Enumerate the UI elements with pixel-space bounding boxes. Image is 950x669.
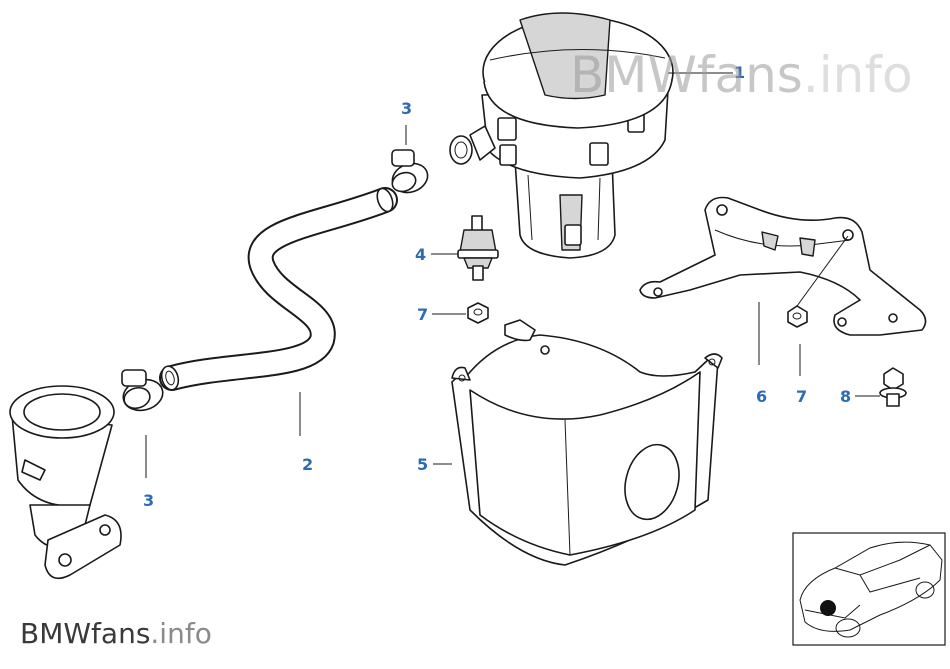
watermark-bottom-main: BMWfans: [20, 617, 150, 650]
car-location-thumbnail: [792, 532, 946, 646]
bolt[interactable]: [879, 367, 907, 407]
watermark-top-suffix: .info: [803, 46, 913, 104]
watermark-top-main: BMWfans: [570, 46, 803, 104]
callout-6[interactable]: 6: [756, 387, 767, 406]
car-location-icon: [799, 541, 943, 638]
callout-2[interactable]: 2: [302, 455, 313, 474]
callout-8[interactable]: 8: [840, 387, 851, 406]
check-valve[interactable]: [9, 385, 122, 580]
callout-5[interactable]: 5: [417, 455, 428, 474]
watermark-top: BMWfans.info: [570, 46, 913, 104]
callout-3-upper[interactable]: 3: [401, 99, 412, 118]
watermark-bottom-suffix: .info: [150, 617, 211, 650]
mounting-bracket[interactable]: [639, 196, 927, 336]
svg-text:BMWfans.info: BMWfans.info: [570, 46, 913, 104]
callout-3-lower[interactable]: 3: [143, 491, 154, 510]
nut-left[interactable]: [467, 302, 489, 324]
hose-clamp-lower[interactable]: [120, 369, 166, 415]
callout-7-right[interactable]: 7: [796, 387, 807, 406]
svg-text:BMWfans.info: BMWfans.info: [20, 617, 212, 650]
watermark-bottom: BMWfans.info: [20, 617, 212, 650]
callout-1[interactable]: 1: [734, 63, 745, 82]
air-pump[interactable]: [449, 12, 674, 259]
hose-clamp-upper[interactable]: [388, 149, 431, 197]
location-marker: [820, 600, 836, 616]
callout-7-left[interactable]: 7: [417, 305, 428, 324]
heat-shield[interactable]: [451, 319, 723, 566]
rubber-mount[interactable]: [457, 215, 499, 281]
nut-right[interactable]: [787, 305, 808, 328]
callout-4[interactable]: 4: [415, 245, 426, 264]
callouts: 1 2 3 3 4 5 6 7 7 8: [143, 63, 851, 510]
leader-lines: [145, 72, 880, 478]
hose[interactable]: [159, 186, 398, 391]
